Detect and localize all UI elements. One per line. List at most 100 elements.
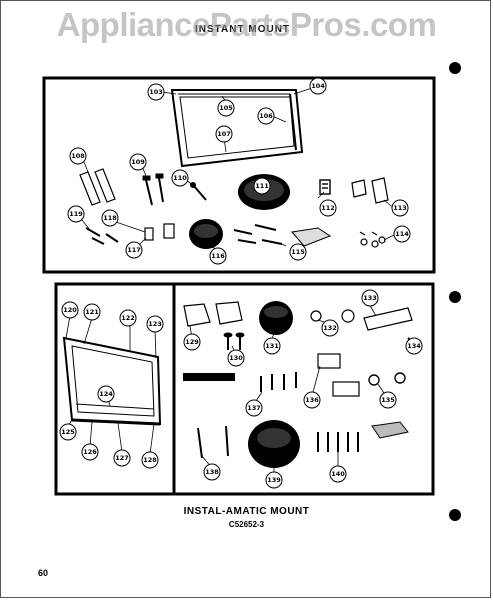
punch-hole-bottom (449, 509, 461, 521)
screw-parts-110 (190, 182, 207, 201)
knob-112 (319, 179, 331, 195)
callout-105: 105 (217, 99, 235, 117)
callout-circle (171, 169, 189, 187)
punch-hole-top (449, 62, 461, 74)
callout-135: 135 (379, 391, 397, 409)
callout-circle (113, 449, 131, 467)
callout-116: 116 (209, 247, 227, 265)
callout-label: 118 (103, 214, 117, 222)
callout-134: 134 (405, 337, 423, 355)
callout-label: 136 (305, 396, 319, 404)
callout-label: 109 (131, 158, 145, 166)
callout-118: 118 (101, 209, 119, 227)
callout-circle (379, 391, 397, 409)
clip-parts-113 (351, 177, 389, 204)
callout-128: 128 (141, 451, 159, 469)
callout-circle (361, 289, 379, 307)
callout-112: 112 (319, 199, 337, 217)
callout-label: 114 (395, 230, 409, 238)
callout-circle (215, 125, 233, 143)
foam-ring-138 (248, 420, 300, 468)
callout-circle (203, 463, 221, 481)
callout-label: 132 (323, 324, 337, 332)
callout-circle (227, 349, 245, 367)
bolts-139 (197, 425, 229, 459)
callout-label: 105 (219, 104, 233, 112)
callout-114: 114 (393, 225, 411, 243)
callout-124: 124 (97, 385, 115, 403)
callout-103: 103 (147, 83, 165, 101)
callout-label: 116 (211, 252, 225, 260)
callout-circle (119, 309, 137, 327)
callout-label: 121 (85, 308, 99, 316)
bracket-parts-129 (183, 301, 243, 327)
callout-label: 120 (63, 306, 77, 314)
callout-circle (405, 337, 423, 355)
callout-139: 139 (265, 471, 283, 489)
callout-label: 129 (185, 338, 199, 346)
callout-circle (146, 315, 164, 333)
screws-140 (317, 432, 359, 452)
callout-104: 104 (309, 77, 327, 95)
callout-108: 108 (69, 147, 87, 165)
callout-120: 120 (61, 301, 79, 319)
callout-121: 121 (83, 303, 101, 321)
callout-138: 138 (203, 463, 221, 481)
callout-115: 115 (289, 243, 307, 261)
callout-circle (329, 465, 347, 483)
callout-label: 139 (267, 476, 281, 484)
callout-109: 109 (129, 153, 147, 171)
brackets-136 (317, 353, 360, 397)
callout-136: 136 (303, 391, 321, 409)
callout-111: 111 (253, 177, 271, 195)
callout-circle (81, 443, 99, 461)
callout-label: 122 (121, 314, 135, 322)
assembly-part-number: C52652-3 (228, 520, 265, 529)
callout-label: 138 (205, 468, 219, 476)
callout-circle (289, 243, 307, 261)
callout-label: 103 (149, 88, 163, 96)
callout-circle (263, 337, 281, 355)
small-hardware-114 (359, 231, 386, 248)
callout-133: 133 (361, 289, 379, 307)
bolt-parts-109 (142, 173, 164, 206)
callout-label: 140 (331, 470, 345, 478)
callout-circle (217, 99, 235, 117)
callout-circle (393, 225, 411, 243)
callout-circle (321, 319, 339, 337)
callout-123: 123 (146, 315, 164, 333)
instal-amatic-frame (62, 336, 162, 426)
callout-circle (391, 199, 409, 217)
gasket (371, 421, 409, 439)
callout-122: 122 (119, 309, 137, 327)
callout-107: 107 (215, 125, 233, 143)
bracket-parts-108 (79, 168, 116, 206)
nuts-135 (368, 372, 406, 386)
callout-label: 133 (363, 294, 377, 302)
callout-113: 113 (391, 199, 409, 217)
callout-117: 117 (125, 241, 143, 259)
punch-hole-middle (449, 291, 461, 303)
callout-circle (67, 205, 85, 223)
callout-label: 123 (148, 320, 162, 328)
bracket-bar-133 (363, 307, 413, 331)
callout-label: 131 (265, 342, 279, 350)
callout-circle (303, 391, 321, 409)
instant-mount-frame (170, 89, 304, 168)
callout-label: 107 (217, 130, 231, 138)
callout-label: 112 (321, 204, 335, 212)
assembly-title: INSTAL-AMATIC MOUNT (183, 506, 310, 517)
callout-circle (69, 147, 87, 165)
callout-circle (129, 153, 147, 171)
callout-126: 126 (81, 443, 99, 461)
callout-circle (97, 385, 115, 403)
callout-circle (209, 247, 227, 265)
callout-label: 108 (71, 152, 85, 160)
callout-106: 106 (257, 107, 275, 125)
callout-circle (183, 333, 201, 351)
callout-circle (83, 303, 101, 321)
callout-125: 125 (59, 423, 77, 441)
callout-label: 125 (61, 428, 75, 436)
callout-label: 117 (127, 246, 141, 254)
